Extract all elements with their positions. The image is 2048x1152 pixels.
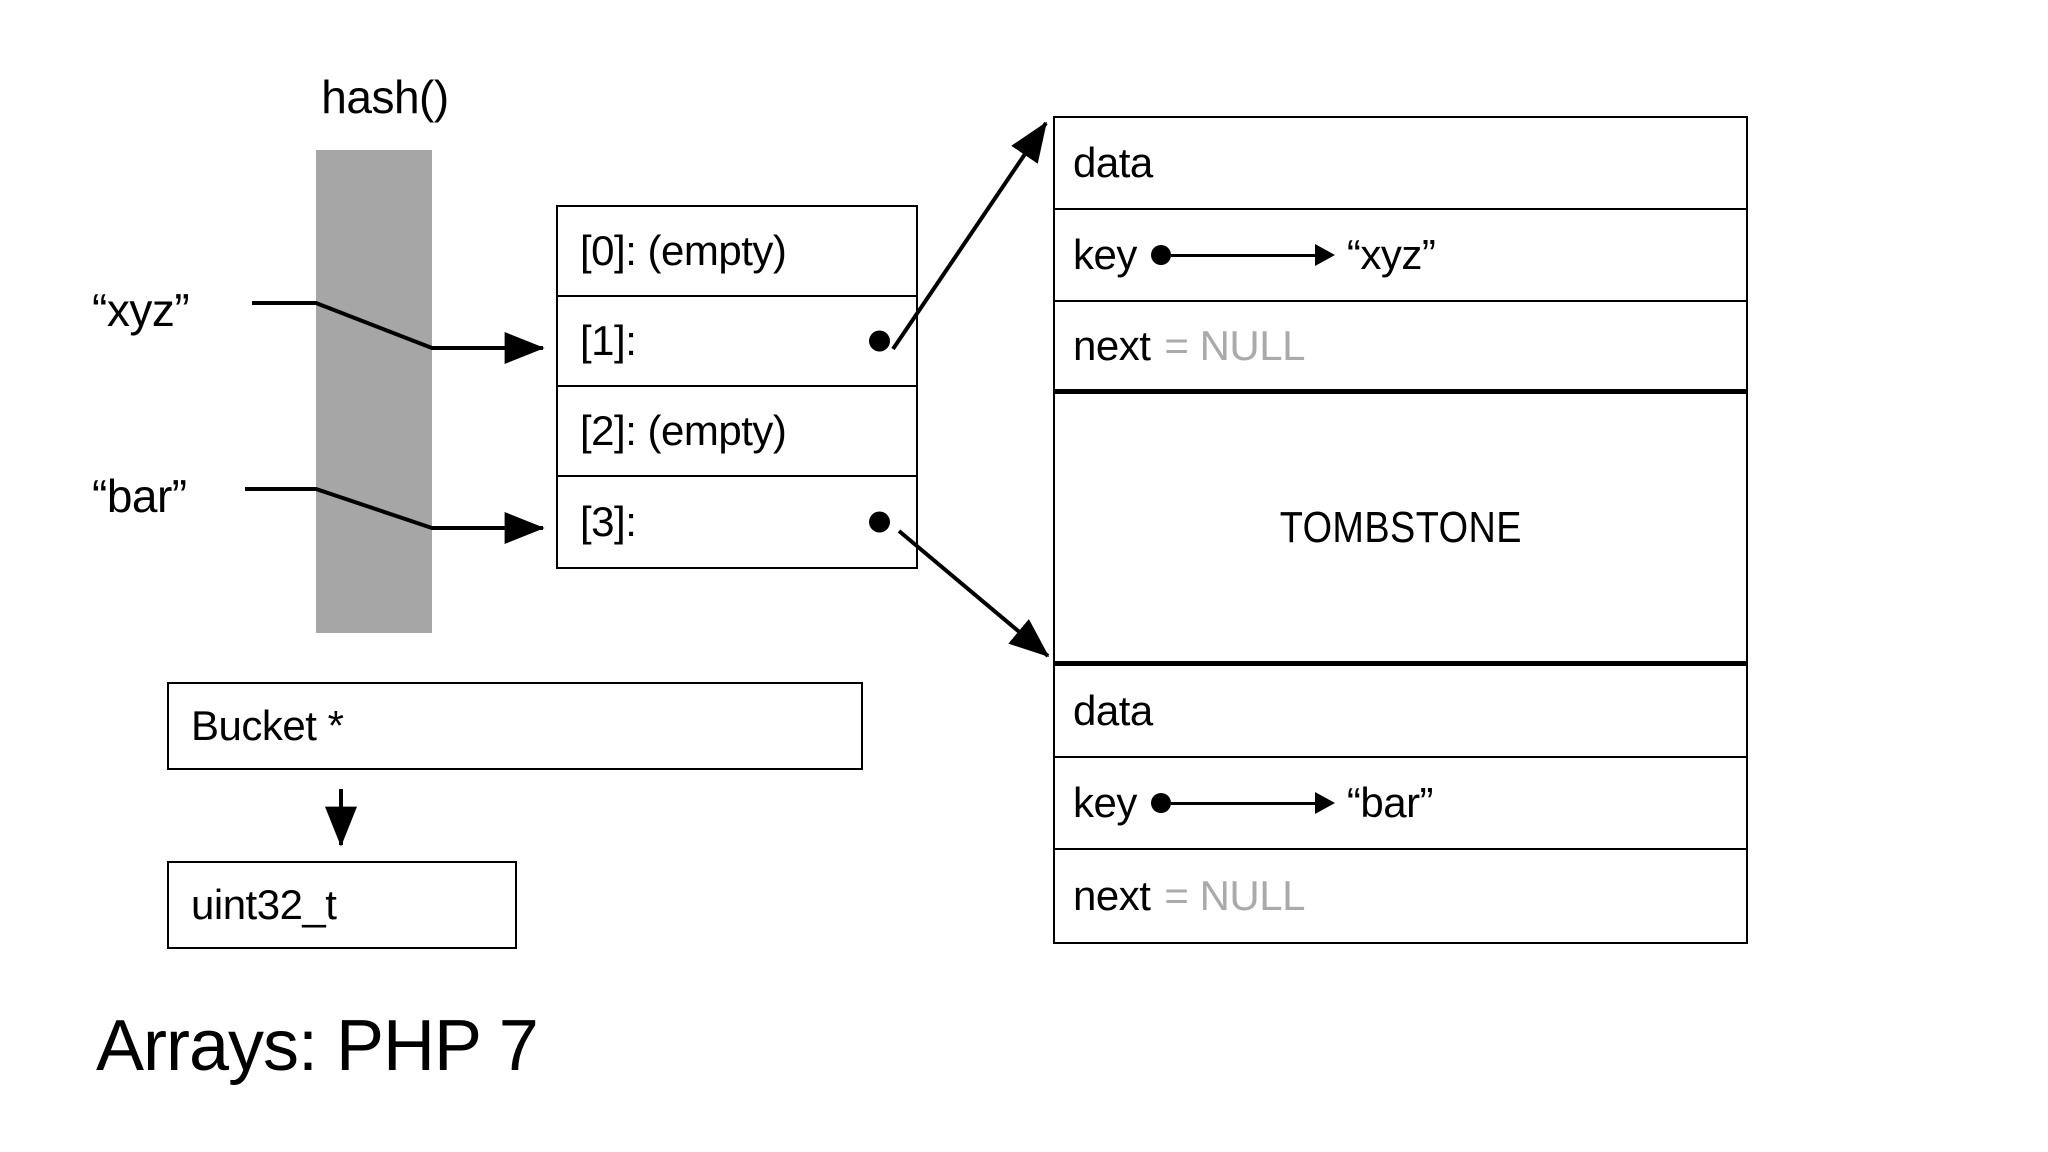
key-pointer-arrowhead bbox=[1314, 792, 1335, 814]
index-row-1[interactable]: [1]: bbox=[558, 297, 916, 387]
key-pointer-dot bbox=[1150, 245, 1171, 265]
key-pointer-dot bbox=[1150, 793, 1171, 813]
index-row-label: [0]: (empty) bbox=[580, 227, 787, 274]
legend-uint32-label: uint32_t bbox=[191, 881, 337, 928]
slide-title: Arrays: PHP 7 bbox=[96, 1006, 539, 1086]
bucket-bar-next-field: next = NULL bbox=[1055, 850, 1746, 942]
input-key-xyz: “xyz” bbox=[92, 284, 190, 336]
tombstone-label: TOMBSTONE bbox=[1279, 502, 1522, 552]
index-row-2[interactable]: [2]: (empty) bbox=[558, 387, 916, 477]
key-pointer-arrow bbox=[1150, 244, 1335, 266]
next-value-null: = NULL bbox=[1164, 872, 1305, 919]
legend-bucket-pointer-label: Bucket * bbox=[191, 702, 344, 749]
legend-bucket-pointer-box: Bucket * bbox=[167, 682, 863, 770]
key-string-value-xyz: “xyz” bbox=[1346, 231, 1436, 278]
connector-slot3-to-bucket-bar bbox=[897, 529, 1050, 658]
field-label-key: key bbox=[1073, 779, 1137, 826]
bucket-xyz-next-field: next = NULL bbox=[1055, 302, 1746, 394]
field-label-next: next bbox=[1073, 872, 1151, 919]
key-string-value-bar: “bar” bbox=[1346, 779, 1434, 826]
bucket-bar-data-field: data bbox=[1055, 666, 1746, 758]
key-pointer-arrow bbox=[1150, 792, 1335, 814]
key-pointer-line bbox=[1170, 801, 1317, 805]
bucket-index-array: [0]: (empty) [1]: [2]: (empty) [3]: bbox=[556, 205, 918, 569]
index-row-0[interactable]: [0]: (empty) bbox=[558, 207, 916, 297]
bucket-xyz-data-field: data bbox=[1055, 118, 1746, 210]
index-row-label: [2]: (empty) bbox=[580, 407, 787, 454]
field-label-next: next bbox=[1073, 321, 1151, 369]
field-label-data: data bbox=[1073, 687, 1153, 734]
key-pointer-line bbox=[1170, 253, 1317, 257]
field-label-key: key bbox=[1073, 231, 1137, 278]
index-row-3[interactable]: [3]: bbox=[558, 477, 916, 567]
hash-function-band bbox=[316, 150, 432, 633]
index-row-label: [1]: bbox=[580, 317, 637, 364]
index-row-label: [3]: bbox=[580, 498, 637, 545]
next-value-null: = NULL bbox=[1164, 321, 1305, 369]
field-label-data: data bbox=[1073, 139, 1153, 186]
key-pointer-arrowhead bbox=[1314, 244, 1335, 266]
input-key-bar: “bar” bbox=[92, 470, 187, 522]
slot-pointer-dot bbox=[869, 511, 890, 533]
bucket-xyz-key-field: key “xyz” bbox=[1055, 210, 1746, 302]
tombstone-slot: TOMBSTONE bbox=[1055, 394, 1746, 666]
slot-pointer-dot bbox=[869, 330, 890, 352]
bucket-bar-key-field: key “bar” bbox=[1055, 758, 1746, 850]
bucket-record-stack: data key “xyz” next = NULL TOMBSTONE dat… bbox=[1053, 116, 1748, 944]
hash-function-label: hash() bbox=[321, 71, 449, 123]
legend-uint32-box: uint32_t bbox=[167, 861, 517, 949]
